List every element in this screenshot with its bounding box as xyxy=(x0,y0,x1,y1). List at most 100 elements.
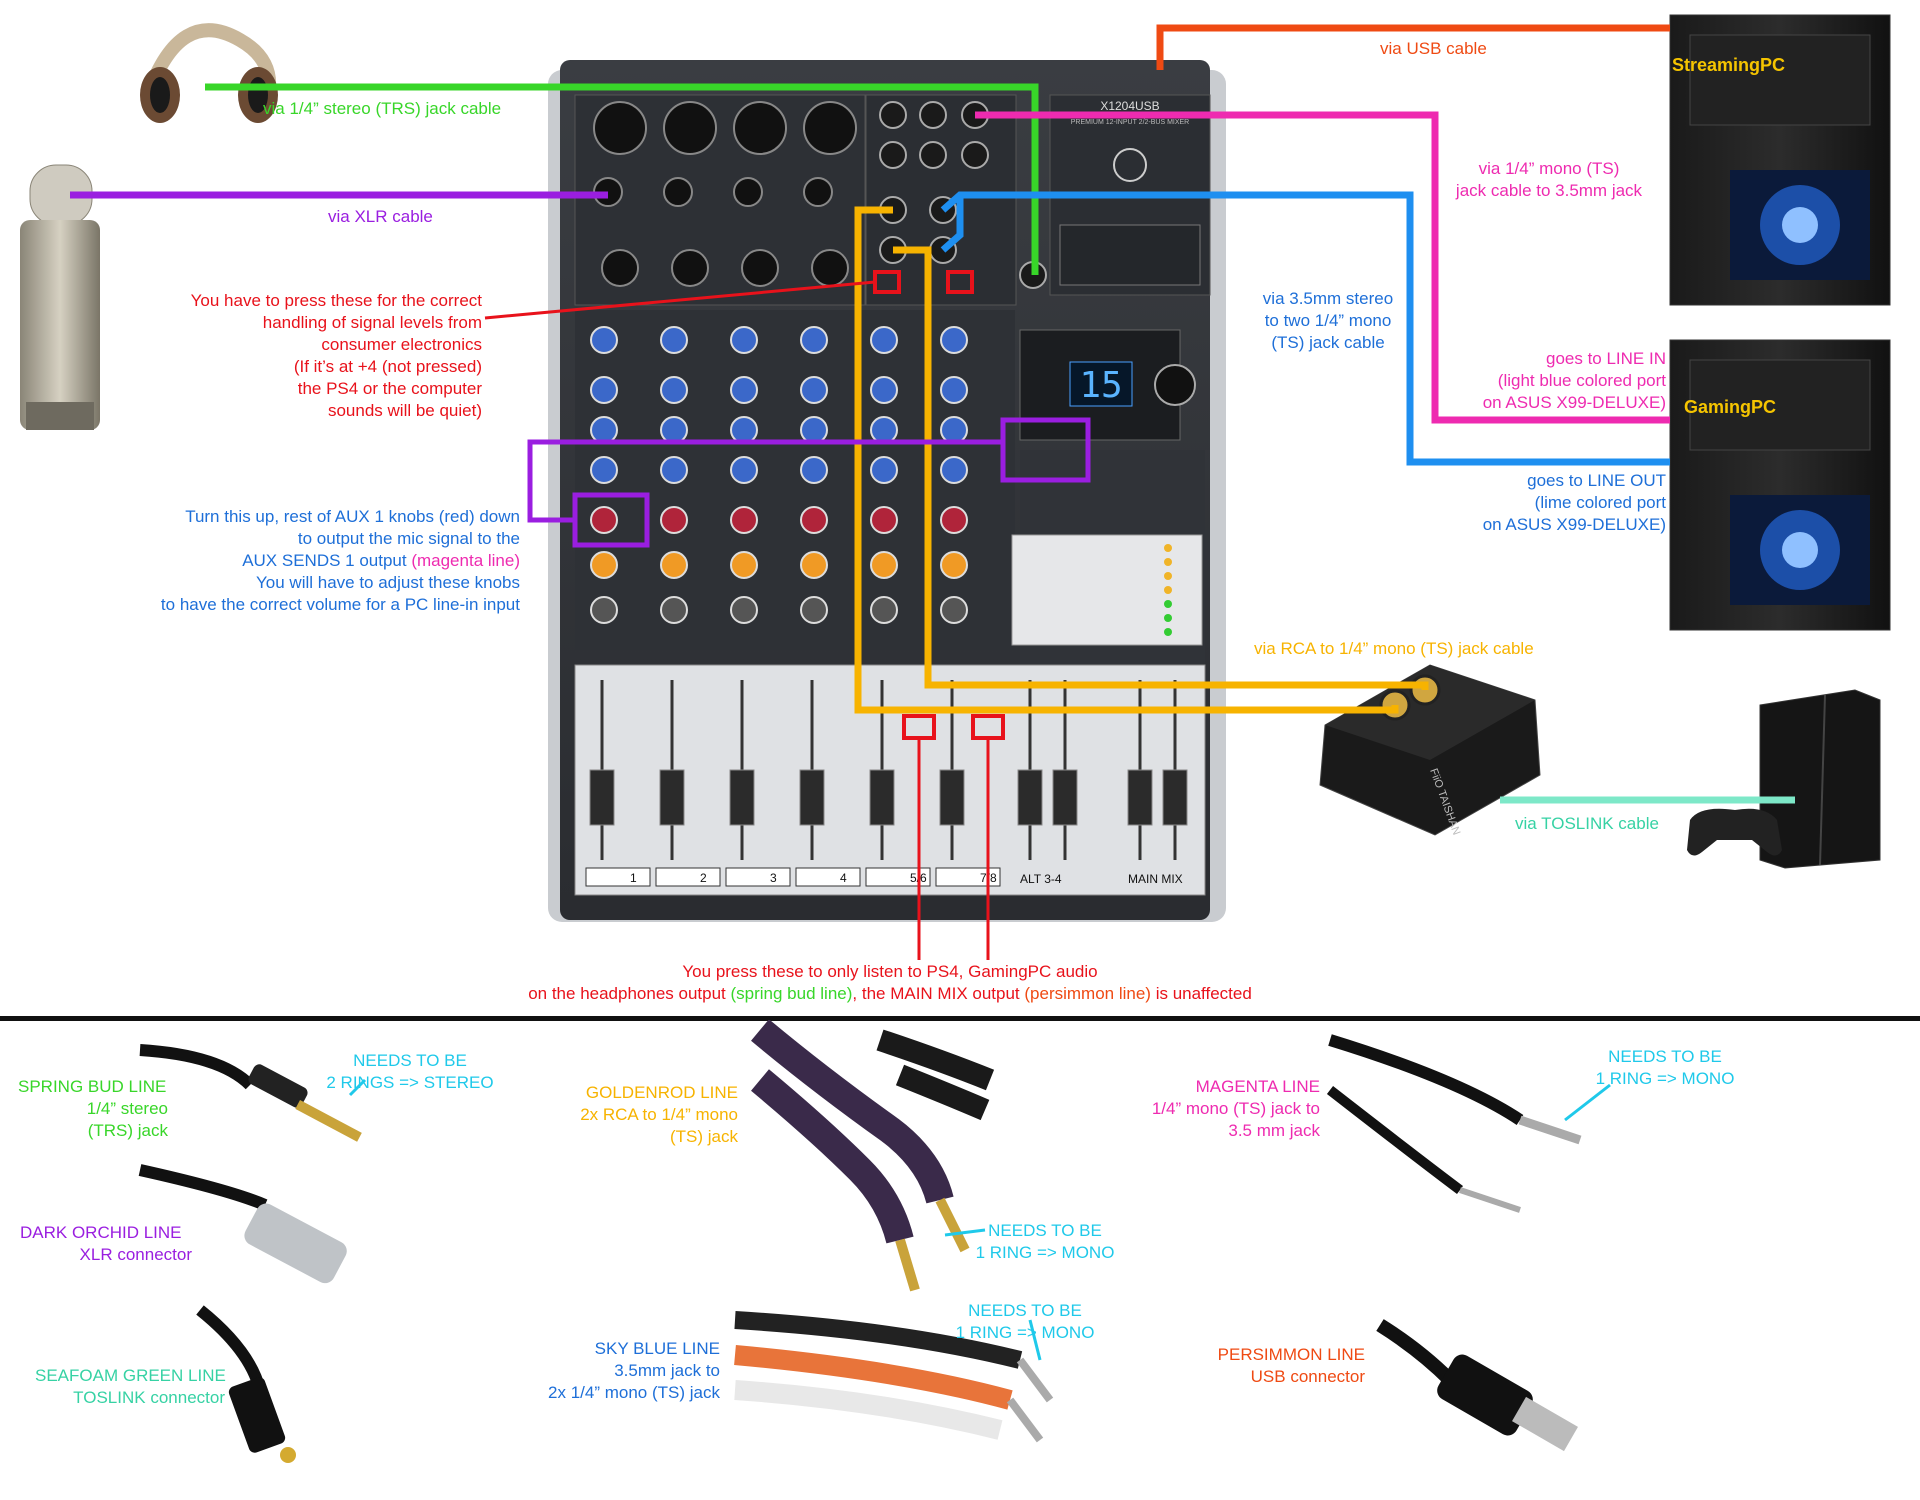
label-line-out-l3: on ASUS X99-DELUXE) xyxy=(1482,515,1666,534)
channel-knob[interactable] xyxy=(800,506,828,534)
legend-spring-need2: 2 RINGS => STEREO xyxy=(326,1073,494,1092)
label-toslink-cable: via TOSLINK cable xyxy=(1515,814,1659,833)
channel-knob[interactable] xyxy=(940,456,968,484)
microphone xyxy=(20,164,100,430)
note-aux-l3: AUX SENDS 1 output (magenta line) xyxy=(80,550,520,572)
note-press-l5: the PS4 or the computer xyxy=(297,379,482,398)
channel-fader[interactable] xyxy=(729,769,755,826)
mixer-brand: X1204USB xyxy=(1100,99,1159,113)
channel-knob[interactable] xyxy=(660,506,688,534)
channel-knob[interactable] xyxy=(660,416,688,444)
channel-knob[interactable] xyxy=(730,376,758,404)
label-line-out-l2: (lime colored port xyxy=(1534,493,1666,512)
channel-knob[interactable] xyxy=(800,596,828,624)
channel-knob[interactable] xyxy=(730,596,758,624)
channel-fader[interactable] xyxy=(939,769,965,826)
gaming-pc-tower xyxy=(1669,339,1891,631)
channel-knob[interactable] xyxy=(590,376,618,404)
channel-knob[interactable] xyxy=(590,456,618,484)
channel-knob[interactable] xyxy=(590,506,618,534)
label-stereo-35-l2: to two 1/4” mono xyxy=(1264,311,1392,330)
channel-knob[interactable] xyxy=(800,456,828,484)
legend-spring-l1: 1/4” stereo xyxy=(86,1099,168,1118)
legend-art xyxy=(138,1020,1611,1463)
note-press-l1: You have to press these for the correct xyxy=(190,291,482,310)
channel-knob[interactable] xyxy=(870,506,898,534)
legend-gold-l2: (TS) jack xyxy=(670,1127,738,1146)
channel-knob[interactable] xyxy=(660,456,688,484)
gaming-pc-label: GamingPC xyxy=(1684,397,1777,417)
label-line-out-l1: goes to LINE OUT xyxy=(1527,471,1666,490)
channel-knob[interactable] xyxy=(660,326,688,354)
legend-sky-title: SKY BLUE LINE xyxy=(594,1339,720,1358)
channel-knob[interactable] xyxy=(940,506,968,534)
channel-fader[interactable] xyxy=(1017,769,1043,826)
cable-trs-headphones xyxy=(205,83,1039,275)
legend-gold-need1: NEEDS TO BE xyxy=(988,1221,1102,1240)
channel-knob[interactable] xyxy=(730,416,758,444)
channel-knob[interactable] xyxy=(730,326,758,354)
legend-sky-l1: 3.5mm jack to xyxy=(614,1361,720,1380)
main-mix-label: MAIN MIX xyxy=(1128,872,1183,886)
mixer: X1204USB PREMIUM 12-INPUT 2/2-BUS MIXER … xyxy=(548,60,1226,922)
channel-knob[interactable] xyxy=(800,416,828,444)
channel-knob[interactable] xyxy=(660,596,688,624)
channel-fader[interactable] xyxy=(799,769,825,826)
channel-fader[interactable] xyxy=(659,769,685,826)
channel-fader[interactable] xyxy=(1162,769,1188,826)
channel-knob[interactable] xyxy=(870,596,898,624)
channel-knob[interactable] xyxy=(730,456,758,484)
legend-sky-need2: 1 RING => MONO xyxy=(955,1323,1095,1342)
channel-number: 4 xyxy=(840,871,847,885)
channel-fader[interactable] xyxy=(869,769,895,826)
channel-knob[interactable] xyxy=(730,551,758,579)
legend-gold-need2: 1 RING => MONO xyxy=(975,1243,1115,1262)
channel-knob[interactable] xyxy=(940,416,968,444)
note-aux-l3a: AUX SENDS 1 output xyxy=(242,551,412,570)
headphones xyxy=(140,23,278,123)
channel-fader[interactable] xyxy=(1127,769,1153,826)
channel-knob[interactable] xyxy=(590,326,618,354)
channel-knob[interactable] xyxy=(590,551,618,579)
legend-magenta-title: MAGENTA LINE xyxy=(1195,1077,1320,1096)
label-ts-35-l2: jack cable to 3.5mm jack xyxy=(1455,181,1643,200)
channel-knob[interactable] xyxy=(940,551,968,579)
channel-knob[interactable] xyxy=(800,326,828,354)
label-rca-cable: via RCA to 1/4” mono (TS) jack cable xyxy=(1254,639,1534,658)
channel-knob[interactable] xyxy=(660,376,688,404)
channel-knob[interactable] xyxy=(870,551,898,579)
note-bottom-l2c: , the MAIN MIX output xyxy=(852,984,1025,1003)
channel-knob[interactable] xyxy=(590,416,618,444)
note-bottom-l2a: on the headphones output xyxy=(528,984,731,1003)
channel-fader[interactable] xyxy=(589,769,615,826)
channel-knob[interactable] xyxy=(730,506,758,534)
legend-gold-title: GOLDENROD LINE xyxy=(585,1083,738,1102)
channel-knob[interactable] xyxy=(940,376,968,404)
note-aux-l5: to have the correct volume for a PC line… xyxy=(160,595,520,614)
legend-magenta-l1: 1/4” mono (TS) jack to xyxy=(1151,1099,1320,1118)
note-aux-l2: to output the mic signal to the xyxy=(297,529,520,548)
label-line-in-l3: on ASUS X99-DELUXE) xyxy=(1482,393,1666,412)
legend-magenta-l2: 3.5 mm jack xyxy=(1228,1121,1320,1140)
channel-knob[interactable] xyxy=(800,376,828,404)
channel-knob[interactable] xyxy=(870,326,898,354)
streaming-pc-label: StreamingPC xyxy=(1672,55,1786,75)
streaming-pc-tower xyxy=(1669,14,1891,306)
cable-usb xyxy=(1156,24,1670,70)
legend-seafoam-l1: TOSLINK connector xyxy=(73,1388,225,1407)
legend-persimmon-l1: USB connector xyxy=(1250,1367,1365,1386)
channel-knob[interactable] xyxy=(800,551,828,579)
channel-knob[interactable] xyxy=(590,596,618,624)
cable-goldenrod xyxy=(854,206,1399,714)
channel-knob[interactable] xyxy=(870,456,898,484)
channel-fader[interactable] xyxy=(1052,769,1078,826)
channel-knob[interactable] xyxy=(660,551,688,579)
channel-knob[interactable] xyxy=(940,596,968,624)
channel-knob[interactable] xyxy=(870,416,898,444)
note-press-l6: sounds will be quiet) xyxy=(327,401,482,420)
note-press-l3: consumer electronics xyxy=(321,335,482,354)
label-line-in-l1: goes to LINE IN xyxy=(1545,349,1666,368)
channel-knob[interactable] xyxy=(940,326,968,354)
channel-knob[interactable] xyxy=(870,376,898,404)
